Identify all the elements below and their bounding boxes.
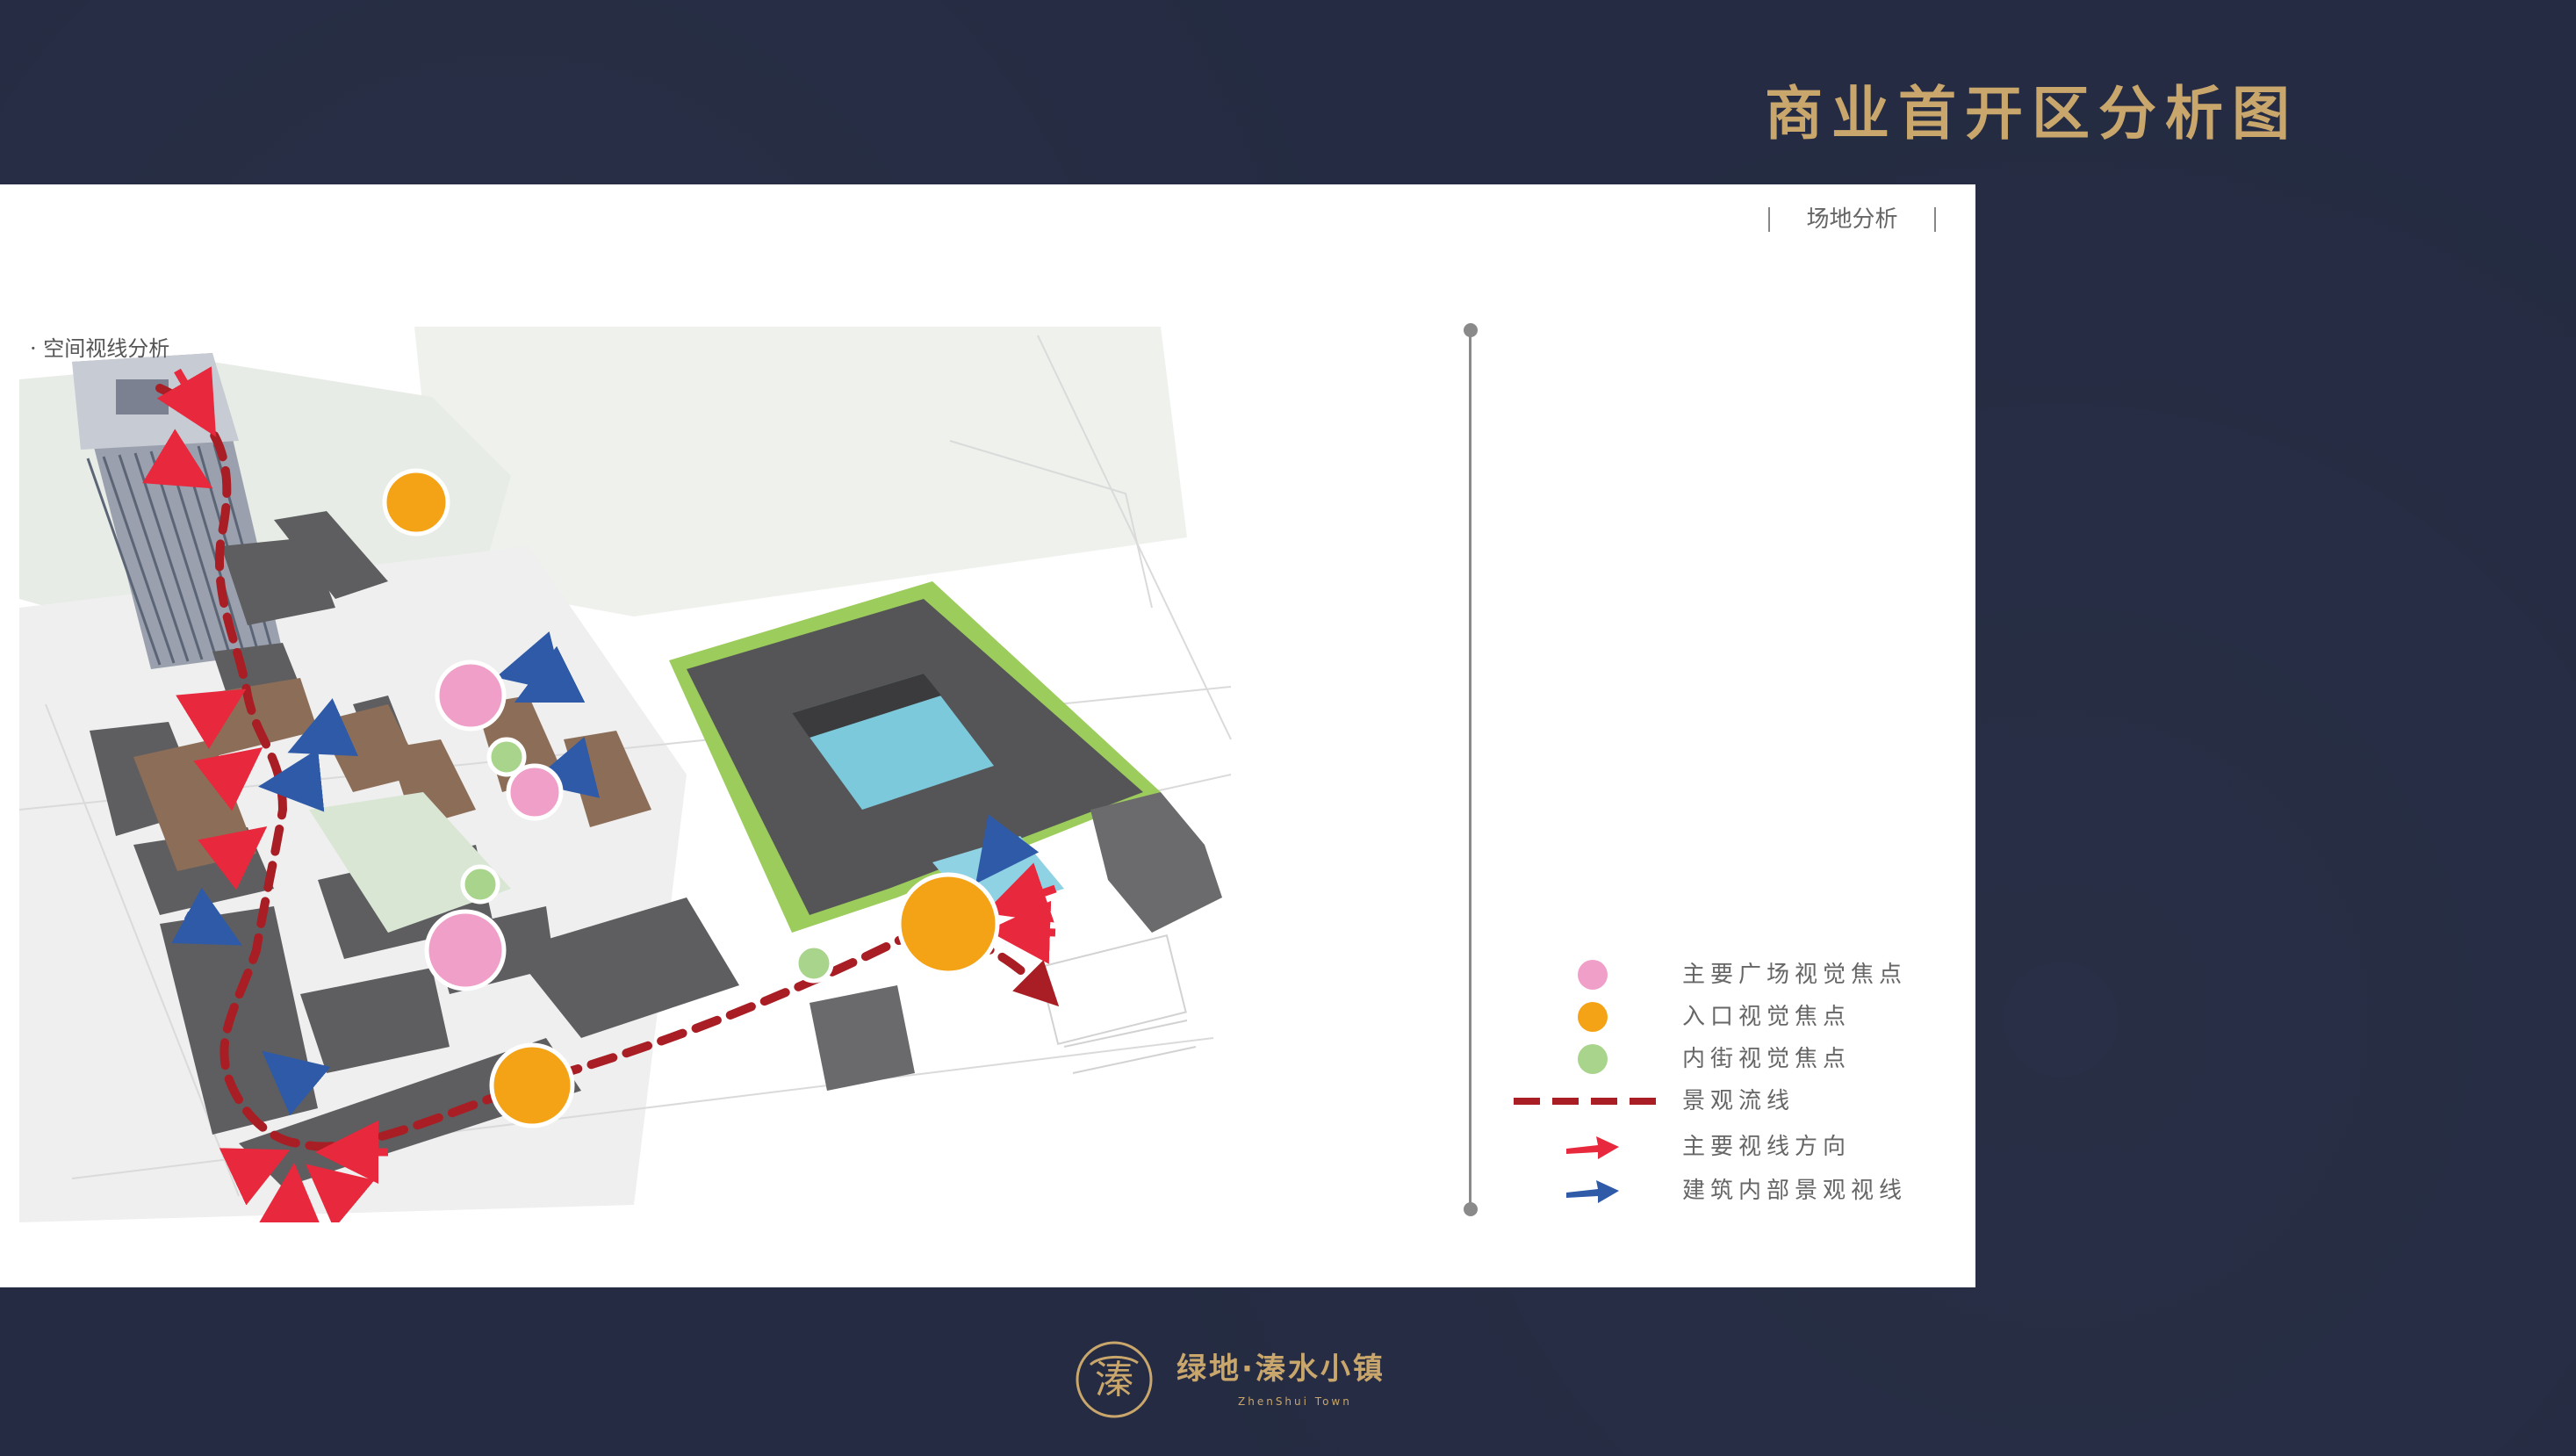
landscape-route (155, 384, 1060, 1151)
legend-item-interior-sightline: 建筑内部景观视线 (1519, 1173, 1949, 1208)
faded-park-area (414, 327, 1187, 616)
green-circle-icon (1578, 1044, 1608, 1074)
dashed-line-icon (1514, 1098, 1656, 1105)
qin-seal-icon: 溱 (1076, 1341, 1153, 1418)
legend-label: 入口视觉焦点 (1682, 1004, 1852, 1030)
plaza-focus-3 (424, 909, 507, 991)
legend-label: 建筑内部景观视线 (1682, 1178, 1908, 1204)
legend-label: 主要广场视觉焦点 (1682, 962, 1908, 988)
legend-item-entrance-focus: 入口视觉焦点 (1519, 999, 1949, 1034)
entrance-focus-east (896, 872, 1000, 976)
blue-arrow-icon (1566, 1180, 1619, 1203)
divider-top-dot (1464, 323, 1478, 337)
legend-label: 内街视觉焦点 (1682, 1046, 1852, 1072)
brand-logo-block: 溱 绿地·溱水小镇 ZhenShui Town (1073, 1335, 1424, 1423)
garden-strip (309, 792, 511, 933)
entrance-focus-north (382, 468, 450, 537)
map-subtitle: · 空间视线分析 (30, 336, 170, 361)
page-title: 商业首开区分析图 (1765, 79, 2299, 148)
street-focus-1 (486, 737, 527, 777)
plaza-focus-2 (506, 763, 564, 821)
plaza-focus-1 (435, 660, 507, 732)
legend-item-street-focus: 内街视觉焦点 (1519, 1042, 1949, 1077)
red-arrow-icon (1566, 1136, 1619, 1159)
orange-circle-icon (1578, 1002, 1608, 1032)
site-plan-map (19, 318, 1248, 1222)
divider-bottom-dot (1464, 1202, 1478, 1216)
brand-english-name: ZhenShui Town (1238, 1395, 1352, 1408)
legend-label: 主要视线方向 (1682, 1134, 1852, 1160)
entrance-focus-south (489, 1042, 575, 1128)
legend-item-main-sightline: 主要视线方向 (1519, 1129, 1949, 1164)
legend-item-landscape-route: 景观流线 (1514, 1084, 1949, 1119)
pink-circle-icon (1578, 960, 1608, 990)
section-tag: 场地分析 (1767, 202, 1938, 237)
legend-label: 景观流线 (1682, 1088, 1795, 1114)
street-focus-2 (460, 864, 500, 905)
street-focus-3 (794, 943, 834, 984)
legend-item-plaza-focus: 主要广场视觉焦点 (1519, 957, 1949, 992)
vertical-divider (1469, 329, 1471, 1209)
brand-name: 绿地·溱水小镇 (1176, 1351, 1385, 1387)
seal-glyph: 溱 (1095, 1358, 1133, 1402)
